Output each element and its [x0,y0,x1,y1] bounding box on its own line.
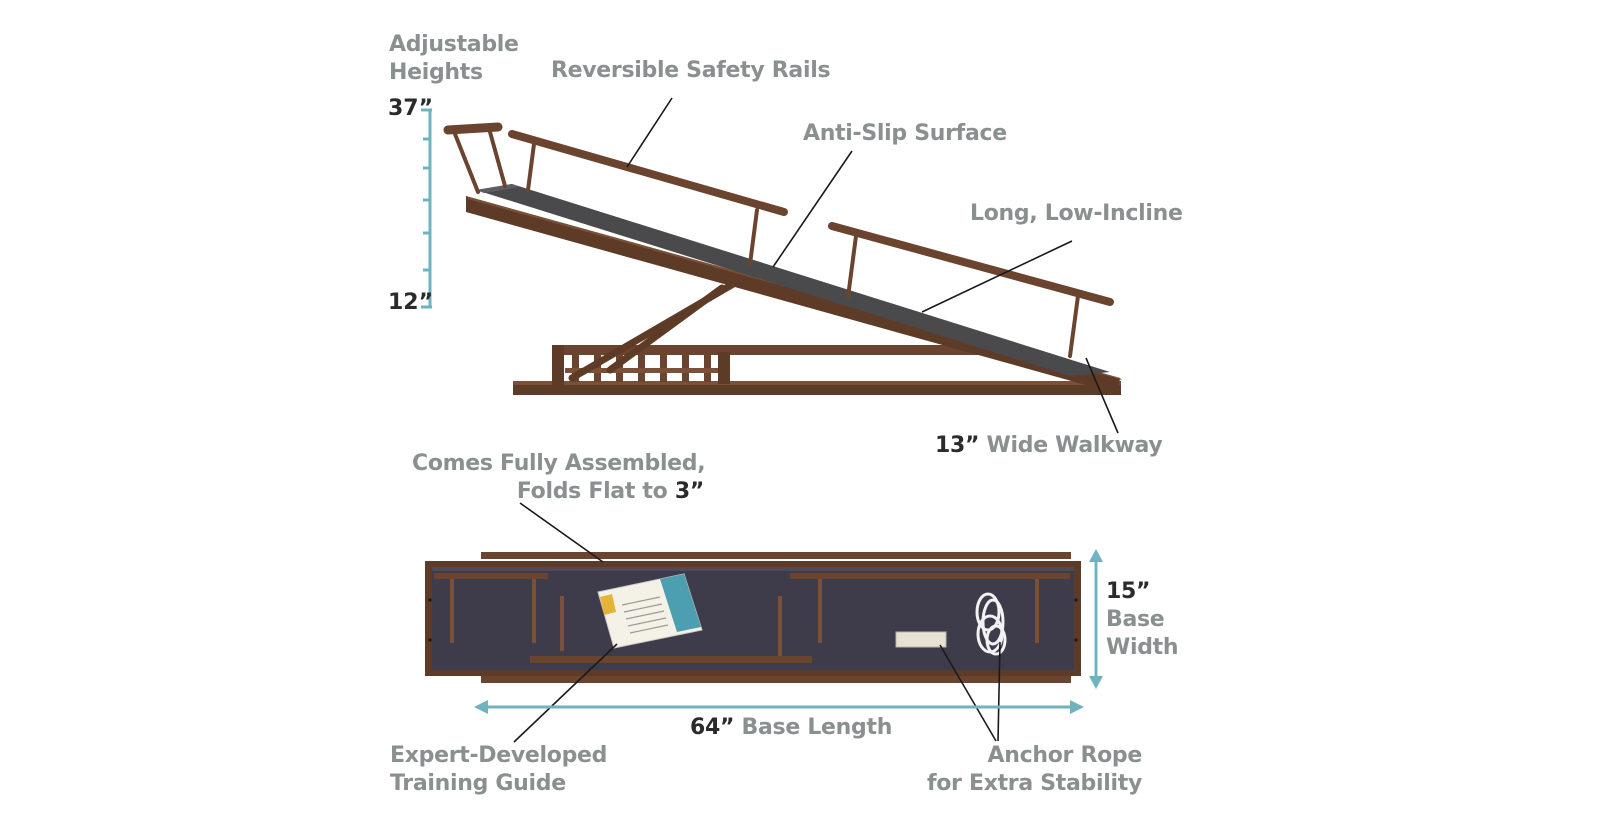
label-fully-assembled-line1: Comes Fully Assembled, [412,451,706,476]
label-anti-slip-surface: Anti-Slip Surface [803,121,1007,146]
height-measure-bracket [421,108,432,309]
folded-ramp-top-view [425,552,1081,683]
label-training-guide-line1: Expert-Developed [390,743,608,768]
support-legs [568,279,739,382]
label-adjustable-heights: Adjustable Heights [389,31,519,87]
label-anchor-rope-line2: for Extra Stability [926,771,1142,796]
label-adjustable-heights-line1: Adjustable [389,32,519,57]
walkway-width-text: Wide Walkway [979,433,1163,458]
base-width-value: 15” [1106,579,1151,604]
base-frame [513,345,1121,395]
top-leader-lines [626,97,1119,434]
base-length-text: Base Length [734,715,893,740]
ramp-deck [466,184,1122,394]
folds-flat-value: 3” [674,479,704,504]
label-low-incline: Long, Low-Incline [970,201,1183,226]
base-width-text-line2: Width [1106,635,1179,660]
label-training-guide-line2: Training Guide [390,771,566,796]
height-min-value: 12” [388,290,434,315]
label-anchor-rope-line1: Anchor Rope [987,743,1143,768]
label-fully-assembled: Comes Fully Assembled, Folds Flat to 3” [412,450,706,506]
bottom-leader-lines [513,502,1001,743]
label-base-width: 15” Base Width [1106,578,1179,662]
label-training-guide: Expert-Developed Training Guide [390,742,607,798]
label-base-length: 64” Base Length [690,714,892,742]
base-width-arrow [1089,549,1103,689]
label-safety-rails: Reversible Safety Rails [551,58,831,83]
label-anchor-rope: Anchor Rope for Extra Stability [880,742,1142,798]
base-width-text-line1: Base [1106,607,1165,632]
booklet-icon [597,573,703,649]
rope-coil-icon [975,592,1007,656]
label-wide-walkway: 13” Wide Walkway [935,432,1163,460]
height-max-value: 37” [388,96,434,121]
label-fully-assembled-line2: Folds Flat to 3” [412,478,704,506]
walkway-width-value: 13” [935,433,980,458]
anchor-plate [895,631,947,648]
base-length-value: 64” [690,715,735,740]
folds-flat-text: Folds Flat to [516,479,675,504]
base-length-arrow [474,700,1084,714]
safety-rails [443,122,1114,358]
label-adjustable-heights-line2: Heights [389,60,483,85]
